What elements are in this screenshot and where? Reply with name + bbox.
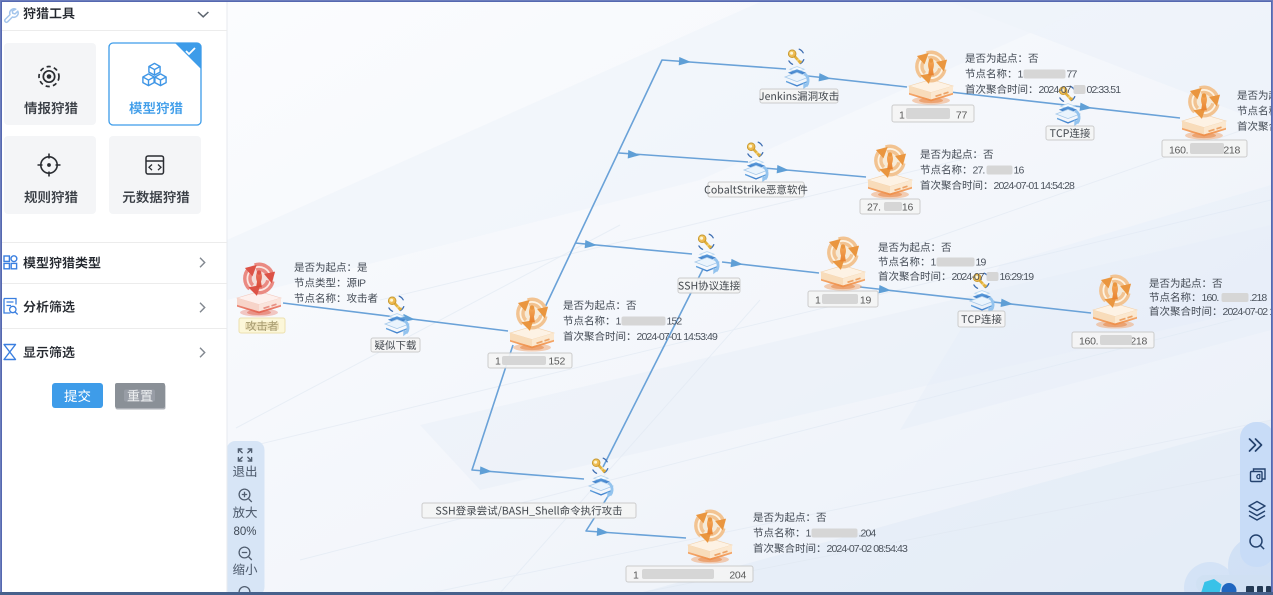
svg-text:160.: 160. — [1169, 145, 1188, 157]
svg-text:2024-07-02 17:0: 2024-07-02 17:0 — [1223, 306, 1273, 318]
svg-text:152: 152 — [548, 356, 565, 368]
svg-text:IP: IP — [357, 278, 366, 290]
svg-text:1: 1 — [815, 295, 821, 307]
svg-text:27.: 27. — [973, 165, 985, 177]
svg-text:19: 19 — [976, 257, 987, 269]
svg-text:2024-07-01 14:53:49: 2024-07-01 14:53:49 — [637, 331, 718, 343]
svg-text:02:33.51: 02:33.51 — [1087, 84, 1122, 96]
svg-text:218: 218 — [1223, 145, 1240, 157]
svg-text:2024-07: 2024-07 — [1039, 84, 1072, 96]
svg-text:1: 1 — [806, 528, 812, 540]
svg-text:1: 1 — [616, 316, 622, 328]
svg-text:1: 1 — [495, 356, 501, 368]
svg-text:2024-07: 2024-07 — [952, 271, 985, 283]
svg-text:.204: .204 — [859, 528, 877, 540]
svg-text:77: 77 — [956, 110, 968, 122]
svg-text:16:29:19: 16:29:19 — [1000, 271, 1035, 283]
svg-text:2024-07-01 14:54:28: 2024-07-01 14:54:28 — [994, 180, 1075, 192]
svg-text:160.: 160. — [1202, 292, 1219, 304]
svg-text:1: 1 — [931, 257, 937, 269]
svg-text:204: 204 — [729, 570, 746, 582]
svg-text:80%: 80% — [233, 526, 256, 538]
svg-text:1: 1 — [1018, 69, 1024, 81]
svg-text:16: 16 — [902, 202, 914, 214]
svg-text:.218: .218 — [1250, 292, 1268, 304]
svg-text:19: 19 — [860, 295, 872, 307]
svg-text:2024-07-02 08:54:43: 2024-07-02 08:54:43 — [827, 543, 908, 555]
svg-text:160.: 160. — [1079, 336, 1098, 348]
svg-text:152: 152 — [667, 316, 683, 328]
svg-text:1: 1 — [633, 570, 639, 582]
svg-text:1: 1 — [899, 110, 905, 122]
svg-text:16: 16 — [1014, 165, 1025, 177]
svg-text:77: 77 — [1067, 69, 1078, 81]
svg-text:218: 218 — [1130, 336, 1147, 348]
svg-text:27.: 27. — [867, 202, 881, 214]
